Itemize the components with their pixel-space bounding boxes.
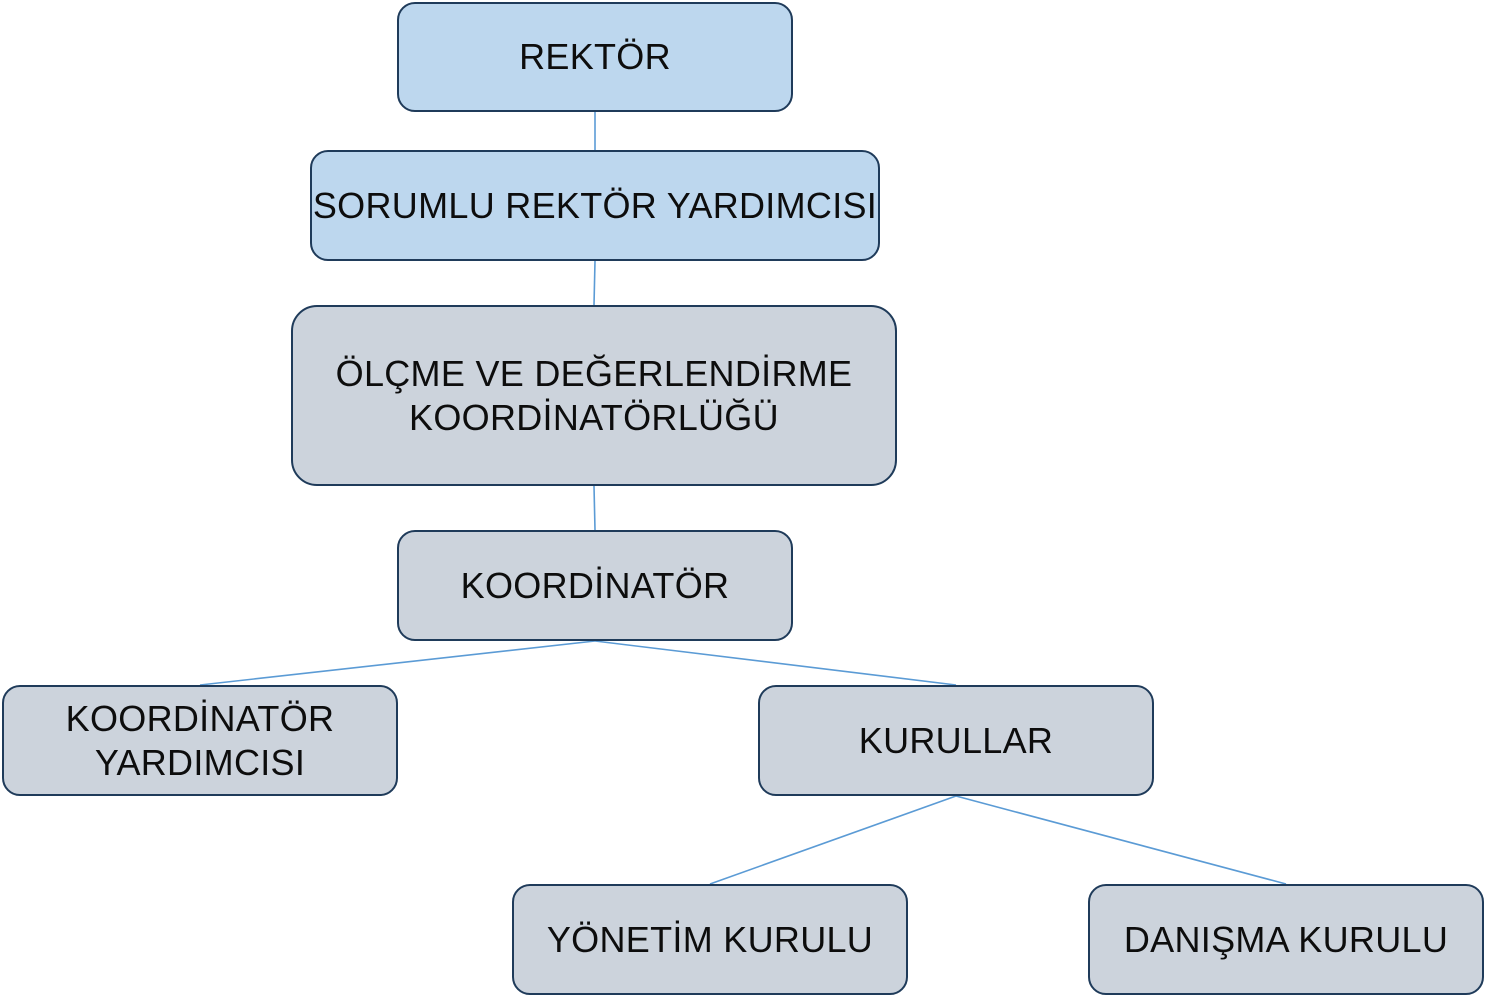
edge-kurullar-yonetim xyxy=(709,795,957,885)
node-sorumlu-rektor-yardimcisi: SORUMLU REKTÖR YARDIMCISI xyxy=(310,150,880,261)
node-kurullar: KURULLAR xyxy=(758,685,1154,796)
node-yonetim-kurulu: YÖNETİM KURULU xyxy=(512,884,908,995)
edge-koordinator-yardimcisi xyxy=(199,640,596,686)
node-rektor: REKTÖR xyxy=(397,2,793,112)
node-olcme-degerlendirme-label: ÖLÇME VE DEĞERLENDİRME KOORDİNATÖRLÜĞÜ xyxy=(335,352,853,438)
edge-olcme-koordinator xyxy=(593,485,596,531)
node-danisma-kurulu-label: DANIŞMA KURULU xyxy=(1123,918,1449,960)
node-rektor-label: REKTÖR xyxy=(519,36,671,77)
node-koordinator: KOORDİNATÖR xyxy=(397,530,793,641)
node-koordinator-yardimcisi: KOORDİNATÖR YARDIMCISI xyxy=(2,685,398,796)
node-yonetim-kurulu-label: YÖNETİM KURULU xyxy=(546,918,874,960)
edge-sorumlu-olcme xyxy=(593,260,596,306)
edge-koordinator-kurullar xyxy=(594,640,957,686)
node-kurullar-label: KURULLAR xyxy=(858,719,1054,761)
edge-kurullar-danisma xyxy=(955,795,1287,885)
node-danisma-kurulu: DANIŞMA KURULU xyxy=(1088,884,1484,995)
node-sorumlu-rektor-yardimcisi-label: SORUMLU REKTÖR YARDIMCISI xyxy=(312,184,878,226)
node-koordinator-label: KOORDİNATÖR xyxy=(460,564,730,606)
node-olcme-degerlendirme: ÖLÇME VE DEĞERLENDİRME KOORDİNATÖRLÜĞÜ xyxy=(291,305,897,486)
node-koordinator-yardimcisi-label: KOORDİNATÖR YARDIMCISI xyxy=(65,697,335,783)
